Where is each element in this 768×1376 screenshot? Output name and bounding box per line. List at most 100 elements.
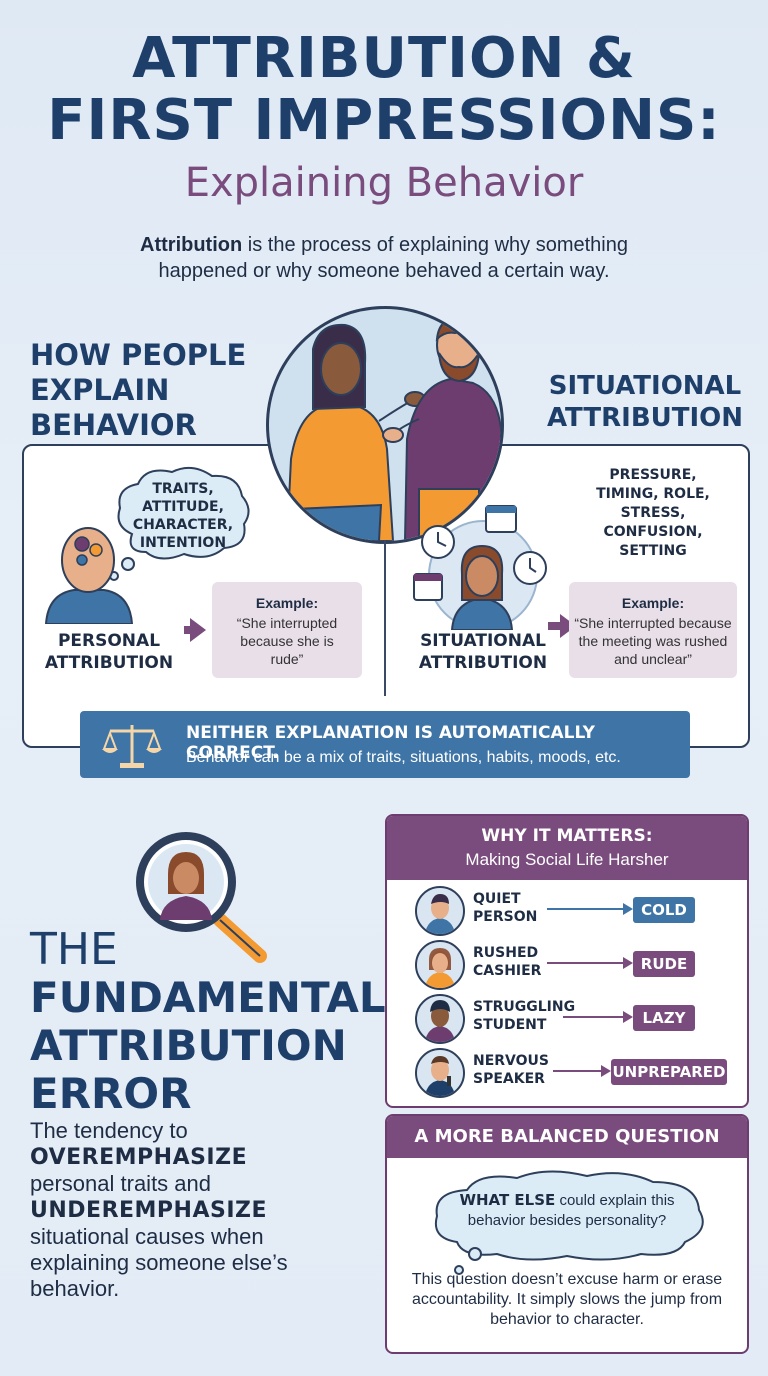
arrow-head-icon <box>601 1065 611 1077</box>
person-avatar-icon <box>415 886 465 936</box>
fae-line: ATTRIBUTION <box>30 1021 347 1070</box>
fae-line: FUNDAMENTAL <box>30 973 386 1022</box>
situational-words: PRESSURE, TIMING, ROLE, STRESS, CONFUSIO… <box>578 466 728 561</box>
fae-def-text: The tendency to <box>30 1118 188 1143</box>
fae-def-text: personal traits and <box>30 1171 211 1196</box>
label-line: ATTRIBUTION <box>418 653 548 673</box>
arrow-line <box>563 1016 623 1018</box>
arrow-head-icon <box>623 1011 633 1023</box>
arrow-line <box>547 908 623 910</box>
thinking-person-icon <box>44 527 134 624</box>
why-subtitle: Making Social Life Harsher <box>465 850 669 869</box>
title-line-1: ATTRIBUTION & <box>132 26 636 91</box>
student-avatar-icon <box>415 994 465 1044</box>
judgment-tag: LAZY <box>633 1005 695 1031</box>
label-line: PERSONAL <box>57 631 161 651</box>
situational-word: PRESSURE, <box>609 467 697 483</box>
scales-icon <box>102 725 162 768</box>
cloud-word: CHARACTER, <box>132 517 234 533</box>
fae-line: ERROR <box>30 1069 192 1118</box>
person-label: RUSHED CASHIER <box>473 944 553 980</box>
situational-heading: SITUATIONAL ATTRIBUTION <box>540 370 750 434</box>
how-heading-line: EXPLAIN <box>30 373 170 407</box>
judgment-tag: UNPREPARED <box>611 1059 727 1085</box>
example-title: Example: <box>621 595 685 611</box>
why-it-matters-panel: WHY IT MATTERS: Making Social Life Harsh… <box>385 814 749 1108</box>
balanced-question-panel: A MORE BALANCED QUESTION WHAT ELSE could… <box>385 1114 749 1354</box>
arrow-shaft <box>548 622 562 630</box>
thought-bubble-dots-icon <box>454 1247 482 1275</box>
question-cloud-icon <box>435 1170 704 1261</box>
banner-headline: NEITHER EXPLANATION IS AUTOMATICALLY COR… <box>186 723 595 763</box>
thought-cloud-icon <box>117 466 250 560</box>
arrow-head-icon <box>623 957 633 969</box>
judgment-tag: RUDE <box>633 951 695 977</box>
fae-the: THE <box>30 924 118 975</box>
page-subtitle: Explaining Behavior <box>184 160 584 206</box>
arrow-shaft <box>184 626 194 634</box>
personal-cloud-words: TRAITS, ATTITUDE, CHARACTER, INTENTION <box>118 480 248 552</box>
person-label-line: CASHIER <box>473 963 542 979</box>
cashier-avatar-icon <box>415 940 465 990</box>
situational-word: CONFUSION, <box>603 524 703 540</box>
intro-text: Attribution is the process of explaining… <box>110 232 658 284</box>
label-line: SITUATIONAL <box>420 631 546 651</box>
magnifying-glass-icon <box>136 832 267 963</box>
fae-def-text: situational causes when explaining someo… <box>30 1224 288 1301</box>
personal-example-box: Example: “She interrupted because she is… <box>212 582 362 678</box>
situational-heading-line: ATTRIBUTION <box>546 403 744 433</box>
neither-correct-banner: NEITHER EXPLANATION IS AUTOMATICALLY COR… <box>80 711 690 778</box>
cloud-word: INTENTION <box>139 535 227 551</box>
why-title: WHY IT MATTERS: <box>481 826 653 846</box>
why-header: WHY IT MATTERS: Making Social Life Harsh… <box>387 816 747 880</box>
title-line-2: FIRST IMPRESSIONS: <box>47 88 721 153</box>
judgment-row: STRUGGLING STUDENT LAZY <box>387 992 747 1044</box>
intro-rest: is the process of explaining why somethi… <box>158 234 628 282</box>
person-label-line: QUIET <box>473 891 521 907</box>
cloud-word: ATTITUDE, <box>142 499 224 515</box>
cloud-word: TRAITS, <box>152 481 214 497</box>
fae-title: THE FUNDAMENTAL ATTRIBUTION ERROR <box>30 924 386 1118</box>
question-rest: could explain this behavior besides pers… <box>467 1192 675 1229</box>
person-label-line: NERVOUS <box>473 1053 550 1069</box>
person-label-line: RUSHED <box>473 945 539 961</box>
situational-heading-line: SITUATIONAL <box>548 371 742 401</box>
arrow-right-icon <box>190 618 206 642</box>
page-title: ATTRIBUTION & FIRST IMPRESSIONS: <box>0 28 768 152</box>
situational-example-box: Example: “She interrupted because the me… <box>569 582 737 678</box>
judgment-row: QUIET PERSON COLD <box>387 884 747 936</box>
judgment-row: NERVOUS SPEAKER UNPREPARED <box>387 1046 747 1098</box>
example-text: “She interrupted because the meeting was… <box>574 615 732 667</box>
situational-word: TIMING, ROLE, <box>596 486 710 502</box>
arrow-line <box>547 962 623 964</box>
example-title: Example: <box>255 595 319 611</box>
arrow-line <box>553 1070 601 1072</box>
speaker-avatar-icon <box>415 1048 465 1098</box>
person-label: QUIET PERSON <box>473 890 553 926</box>
how-heading-line: BEHAVIOR <box>30 408 197 442</box>
how-heading: HOW PEOPLE EXPLAIN BEHAVIOR <box>30 338 270 443</box>
judgment-tag: COLD <box>633 897 695 923</box>
fae-over: OVEREMPHASIZE <box>30 1145 248 1170</box>
person-label-line: PERSON <box>473 909 538 925</box>
balanced-title: A MORE BALANCED QUESTION <box>387 1116 747 1158</box>
intro-term: Attribution <box>140 234 243 256</box>
balanced-question-text: WHAT ELSE could explain this behavior be… <box>447 1190 687 1231</box>
how-heading-line: HOW PEOPLE <box>30 338 247 372</box>
person-label-line: SPEAKER <box>473 1071 545 1087</box>
arrow-head-icon <box>623 903 633 915</box>
personal-attribution-label: PERSONAL ATTRIBUTION <box>34 630 184 674</box>
fae-definition: The tendency to OVEREMPHASIZE personal t… <box>30 1118 330 1302</box>
banner-detail: Behavior can be a mix of traits, situati… <box>186 749 621 766</box>
label-line: ATTRIBUTION <box>44 653 174 673</box>
fae-under: UNDEREMPHASIZE <box>30 1198 268 1223</box>
situational-person-icon <box>413 505 547 630</box>
situational-word: SETTING <box>619 543 687 559</box>
example-text: “She interrupted because she is rude” <box>236 615 338 667</box>
judgment-row: RUSHED CASHIER RUDE <box>387 938 747 990</box>
person-label: NERVOUS SPEAKER <box>473 1052 553 1088</box>
question-strong: WHAT ELSE <box>459 1191 556 1209</box>
panel-divider <box>384 540 386 696</box>
person-label-line: STUDENT <box>473 1017 547 1033</box>
situational-word: STRESS, <box>620 505 686 521</box>
